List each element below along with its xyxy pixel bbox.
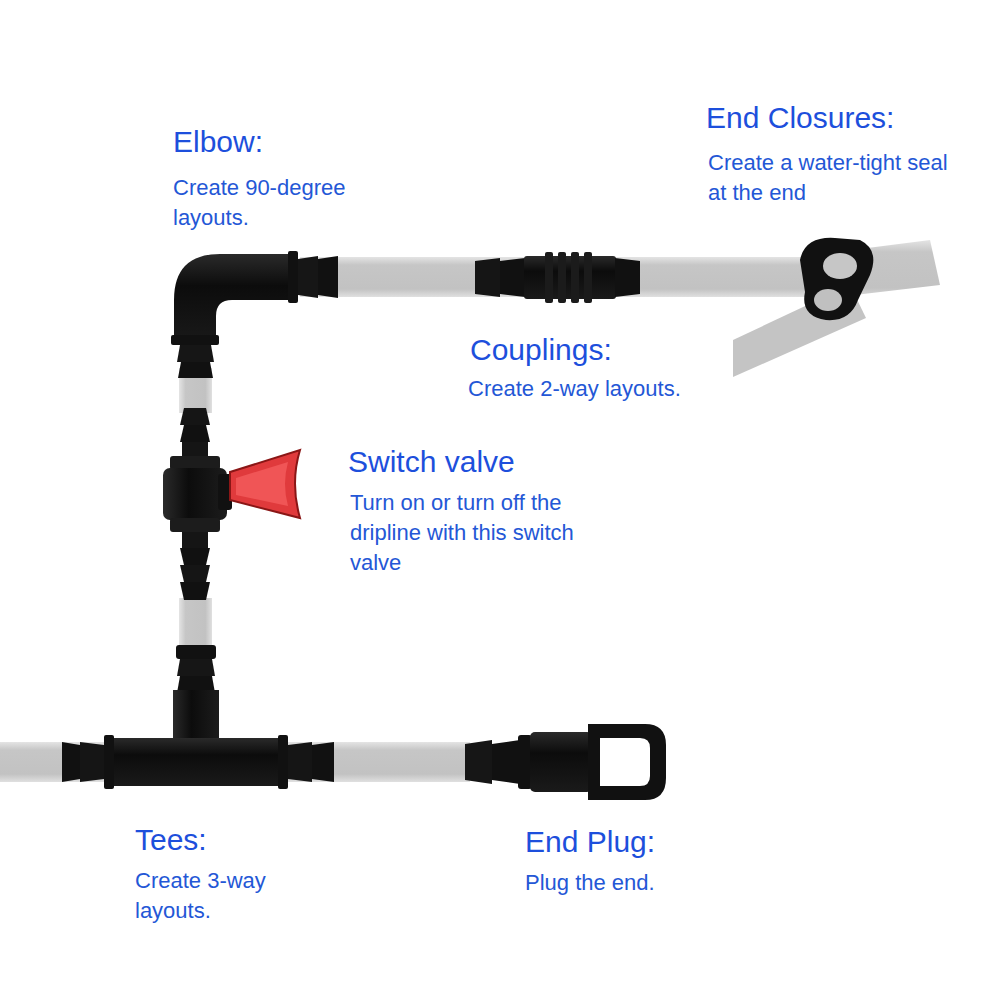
switch-valve xyxy=(163,408,300,600)
part-description: Create a water-tight seal at the end xyxy=(708,148,948,208)
part-name: Switch valve xyxy=(348,444,515,480)
part-description: Create 3-way layouts. xyxy=(135,866,295,926)
part-name: Tees: xyxy=(135,822,207,858)
part-name: Elbow: xyxy=(173,124,263,160)
part-description: Create 90-degree layouts. xyxy=(173,173,378,233)
coupling-fitting xyxy=(475,252,640,303)
tee-fitting xyxy=(62,645,334,789)
part-description: Create 2-way layouts. xyxy=(468,374,681,404)
part-name: Couplings: xyxy=(470,332,612,368)
end-plug xyxy=(465,724,666,800)
elbow-fitting xyxy=(171,251,338,378)
part-description: Plug the end. xyxy=(525,868,655,898)
end-closure xyxy=(795,238,875,320)
part-name: End Plug: xyxy=(525,824,655,860)
part-description: Turn on or turn off the dripline with th… xyxy=(350,488,595,578)
part-name: End Closures: xyxy=(706,100,894,136)
tube xyxy=(0,240,940,782)
